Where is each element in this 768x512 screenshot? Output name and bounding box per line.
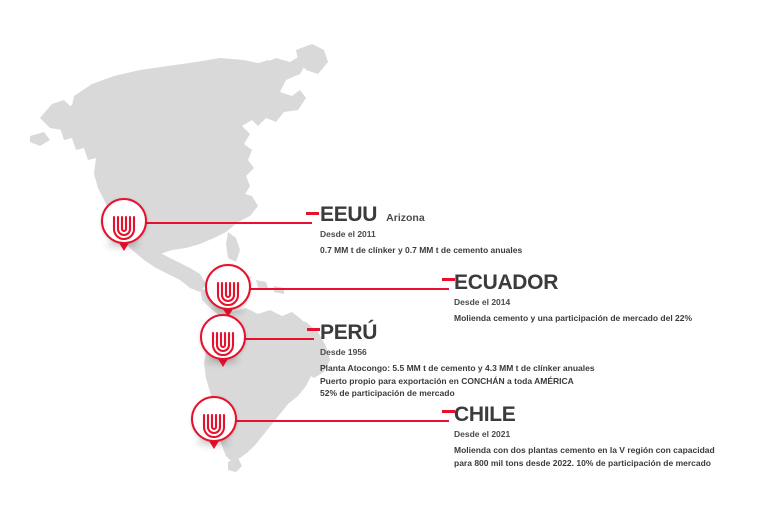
map-pin-peru[interactable] xyxy=(200,314,246,372)
info-head: PERÚ xyxy=(320,322,595,343)
leader-line-eeuu xyxy=(132,222,312,224)
map-pin-ecuador[interactable] xyxy=(205,264,251,322)
leader-line-peru xyxy=(238,338,314,340)
info-block-peru: PERÚ Desde 1956 Planta Atocongo: 5.5 MM … xyxy=(320,322,595,399)
pin-body xyxy=(200,314,246,360)
detail-line: para 800 mil tons desde 2022. 10% de par… xyxy=(454,457,711,468)
unacem-u-logo-icon xyxy=(202,413,226,438)
since-eeuu: Desde el 2011 xyxy=(320,229,376,239)
leader-tick-eeuu xyxy=(306,212,319,215)
country-name-ecuador: ECUADOR xyxy=(454,271,559,294)
since-chile: Desde el 2021 xyxy=(454,429,511,439)
unacem-u-logo-icon xyxy=(216,281,240,306)
country-name-eeuu: EEUU xyxy=(320,203,378,226)
leader-line-ecuador xyxy=(241,288,449,290)
detail-line: 52% de participación de mercado xyxy=(320,387,455,398)
leader-tick-chile xyxy=(442,410,455,413)
info-block-eeuu: EEUU Arizona Desde el 2011 0.7 MM t de c… xyxy=(320,204,522,257)
country-name-peru: PERÚ xyxy=(320,321,378,344)
since-peru: Desde 1956 xyxy=(320,347,367,357)
info-block-chile: CHILE Desde el 2021 Molienda con dos pla… xyxy=(454,404,715,469)
detail-line: Molienda cemento y una participación de … xyxy=(454,313,693,324)
unacem-u-logo-icon xyxy=(112,215,136,240)
detail-line: Planta Atocongo: 5.5 MM t de cemento y 4… xyxy=(320,363,595,374)
pin-body xyxy=(205,264,251,310)
leader-tick-peru xyxy=(307,328,320,331)
pin-body xyxy=(101,198,147,244)
unacem-u-logo-icon xyxy=(211,331,235,356)
since-ecuador: Desde el 2014 xyxy=(454,297,511,307)
map-pin-eeuu[interactable] xyxy=(101,198,147,256)
info-head: EEUU Arizona xyxy=(320,204,522,225)
country-name-chile: CHILE xyxy=(454,403,516,426)
leader-tick-ecuador xyxy=(442,278,455,281)
info-block-ecuador: ECUADOR Desde el 2014 Molienda cemento y… xyxy=(454,272,692,325)
info-head: CHILE xyxy=(454,404,715,425)
detail-line: 0.7 MM t de clínker y 0.7 MM t de cement… xyxy=(320,245,523,256)
info-head: ECUADOR xyxy=(454,272,692,293)
pin-body xyxy=(191,396,237,442)
detail-line: Molienda con dos plantas cemento en la V… xyxy=(454,445,715,456)
map-pin-chile[interactable] xyxy=(191,396,237,454)
leader-line-chile xyxy=(229,420,449,422)
country-subtitle-eeuu: Arizona xyxy=(386,212,425,224)
detail-line: Puerto propio para exportación en CONCHÁ… xyxy=(320,375,574,386)
